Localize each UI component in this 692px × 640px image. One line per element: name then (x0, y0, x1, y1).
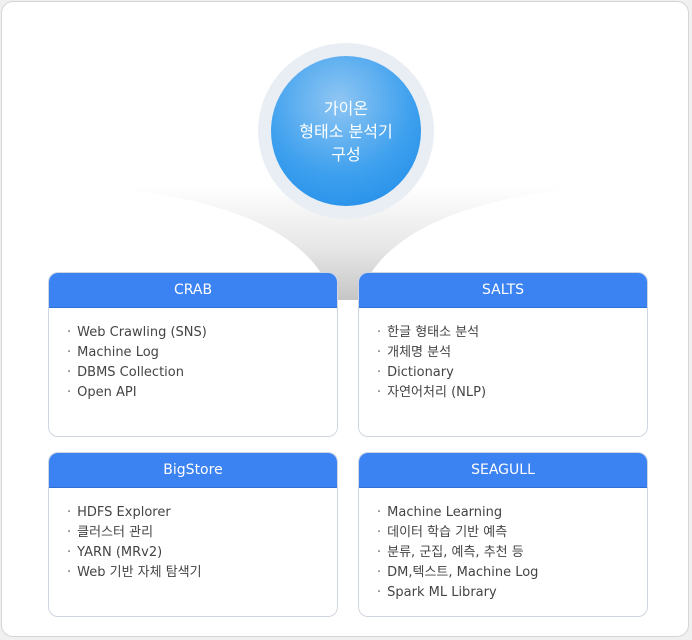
card-title: BigStore (49, 453, 337, 488)
hub-line: 구성 (331, 144, 361, 164)
list-item: Dictionary (377, 363, 647, 383)
card-item-list: HDFS Explorer 클러스터 관리 YARN (MRv2) Web 기반… (49, 488, 337, 583)
list-item: DBMS Collection (67, 363, 337, 383)
card-bigstore: BigStore HDFS Explorer 클러스터 관리 YARN (MRv… (48, 452, 338, 617)
card-item-list: 한글 형태소 분석 개체명 분석 Dictionary 자연어처리 (NLP) (359, 308, 647, 403)
list-item: 자연어처리 (NLP) (377, 383, 647, 403)
list-item: YARN (MRv2) (67, 543, 337, 563)
list-item: 클러스터 관리 (67, 523, 337, 543)
card-seagull: SEAGULL Machine Learning 데이터 학습 기반 예측 분류… (358, 452, 648, 617)
card-item-list: Web Crawling (SNS) Machine Log DBMS Coll… (49, 308, 337, 403)
list-item: 데이터 학습 기반 예측 (377, 523, 647, 543)
list-item: 분류, 군집, 예측, 추천 등 (377, 543, 647, 563)
hub-circle: 가이온 형태소 분석기 구성 (271, 56, 421, 206)
list-item: HDFS Explorer (67, 503, 337, 523)
list-item: Machine Learning (377, 503, 647, 523)
list-item: Spark ML Library (377, 583, 647, 603)
card-item-list: Machine Learning 데이터 학습 기반 예측 분류, 군집, 예측… (359, 488, 647, 603)
card-title: SEAGULL (359, 453, 647, 488)
list-item: Web Crawling (SNS) (67, 323, 337, 343)
list-item: DM,텍스트, Machine Log (377, 563, 647, 583)
card-crab: CRAB Web Crawling (SNS) Machine Log DBMS… (48, 272, 338, 437)
list-item: Machine Log (67, 343, 337, 363)
list-item: Open API (67, 383, 337, 403)
card-title: SALTS (359, 273, 647, 308)
list-item: Web 기반 자체 탐색기 (67, 563, 337, 583)
hub-line: 가이온 (323, 98, 369, 118)
hub-line: 형태소 분석기 (299, 121, 393, 141)
card-salts: SALTS 한글 형태소 분석 개체명 분석 Dictionary 자연어처리 … (358, 272, 648, 437)
card-title: CRAB (49, 273, 337, 308)
list-item: 한글 형태소 분석 (377, 323, 647, 343)
list-item: 개체명 분석 (377, 343, 647, 363)
